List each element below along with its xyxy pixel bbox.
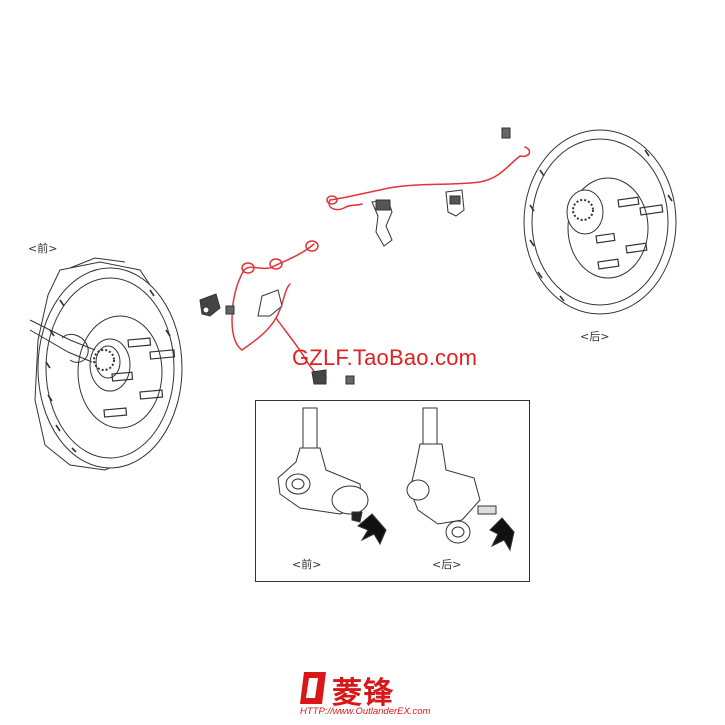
inset-sensor-detail bbox=[277, 407, 515, 552]
front-label: <前> bbox=[28, 242, 58, 255]
inset-frame bbox=[255, 400, 530, 582]
inset-rear-label: <后> bbox=[432, 558, 462, 571]
speed-sensor-harness bbox=[231, 146, 531, 384]
rear-label: <后> bbox=[580, 330, 610, 343]
logo-url: HTTP://www.OutlanderEX.com bbox=[300, 706, 431, 717]
rear-brake-assembly bbox=[523, 129, 677, 315]
logo-mark-icon bbox=[300, 672, 326, 704]
harness-brackets bbox=[199, 127, 511, 385]
brand-logo: 菱锋 HTTP://www.OutlanderEX.com bbox=[300, 668, 430, 722]
logo-text: 菱锋 bbox=[332, 676, 394, 711]
inset-front-label: <前> bbox=[292, 558, 322, 571]
watermark-text: GZLF.TaoBao.com bbox=[292, 345, 478, 370]
front-brake-assembly bbox=[29, 257, 183, 471]
